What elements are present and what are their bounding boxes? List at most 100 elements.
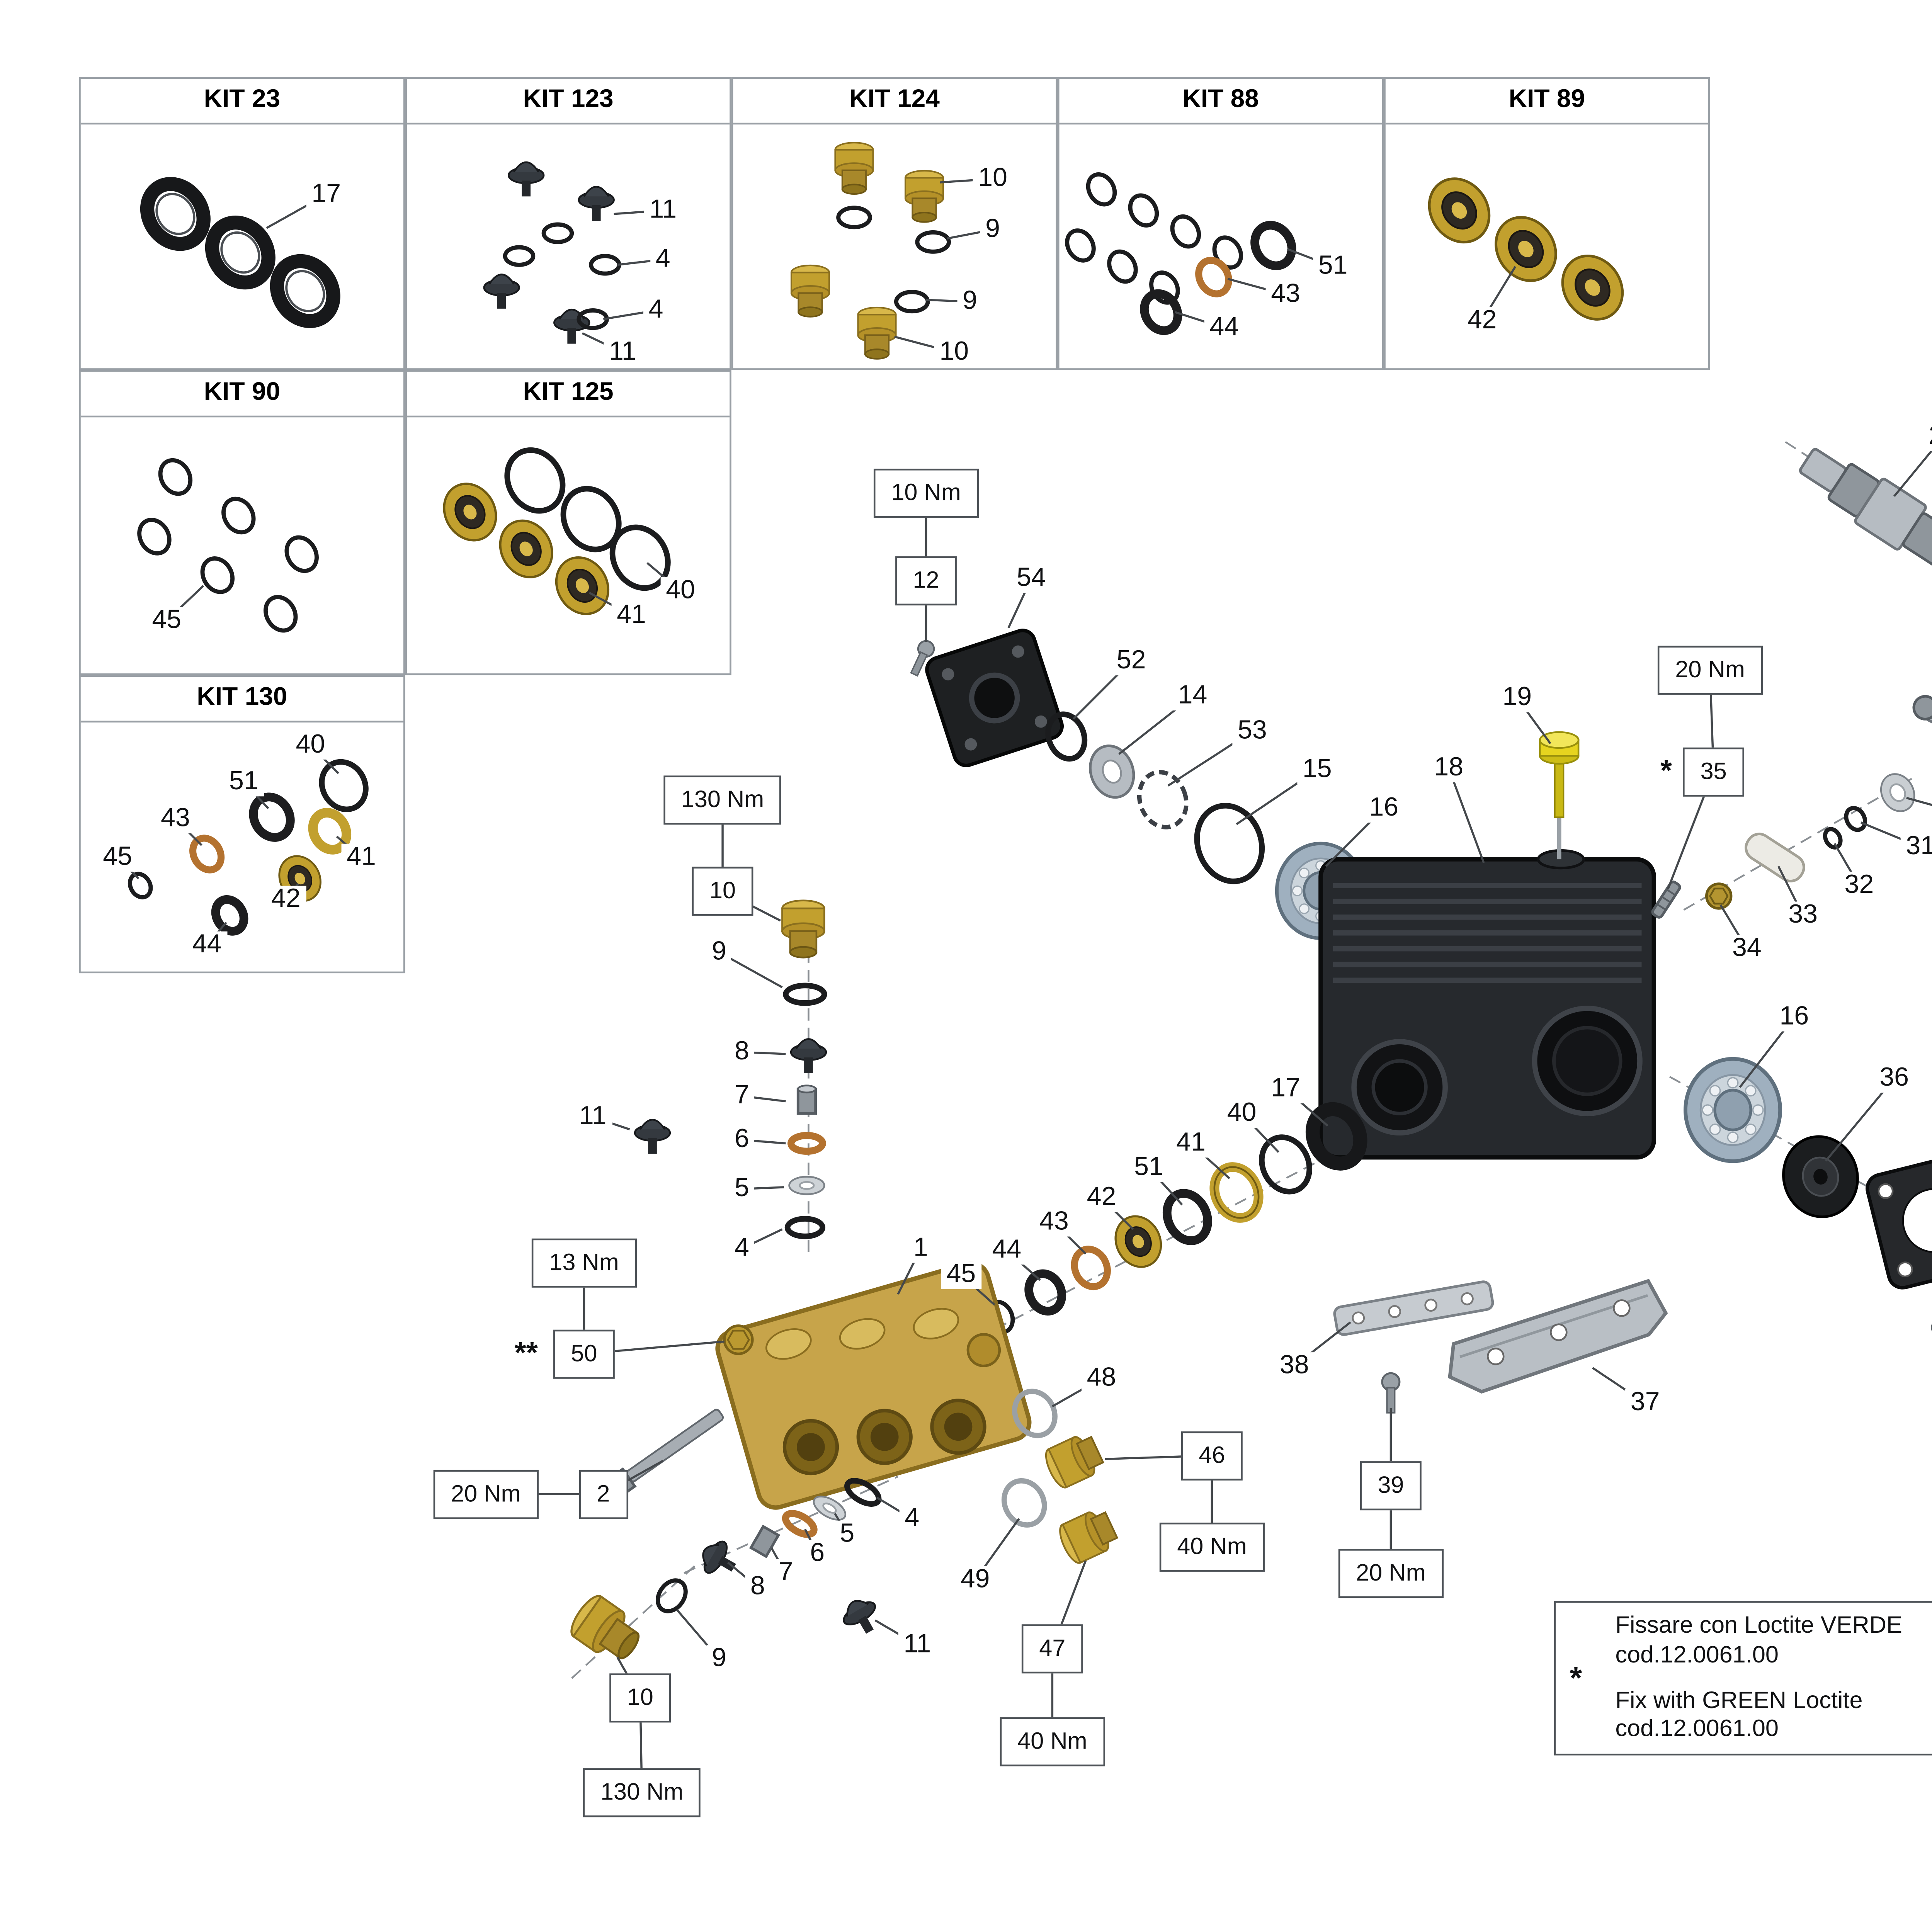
washer-5-bottom-drawing [813,1496,847,1521]
leader-line [174,818,202,846]
brass-cap-46-drawing [1041,1431,1106,1491]
brass-plug-10-top-drawing [782,901,824,958]
leader-line [616,1657,641,1698]
callout-connector-line [1709,670,1715,772]
oring-48-drawing [1012,1389,1058,1438]
oring-9-top-drawing [783,982,827,1006]
leader-line [1100,1197,1134,1230]
gasket-screw-12-drawing [1929,1316,1932,1354]
leader-line [1006,1249,1041,1281]
valve-8-top-drawing [791,1039,826,1073]
kit130-seal-set-drawing [128,759,369,936]
leader-line [742,1186,784,1190]
leader-line [1906,797,1932,806]
leader-line [1072,660,1132,720]
leader-line [676,1609,720,1660]
seat-6-bottom-drawing [782,1510,818,1538]
leader-line [727,1562,759,1588]
leader-line [974,1518,1020,1581]
leader-line [1053,1221,1087,1255]
leader-line [1227,278,1286,296]
callout-connector-line [639,1697,643,1792]
leader-line [166,585,204,622]
kit124-plugs-drawing [791,143,951,359]
leader-line [1833,843,1860,886]
leader-line [1860,821,1921,848]
leader-line [741,1228,783,1250]
brass-manifold-1-drawing [715,1261,1032,1510]
leader-line [722,890,781,922]
spring-guide-7-top-drawing [796,1084,817,1115]
leader-line [582,332,623,354]
kit89-gold-seals-drawing [1417,167,1634,331]
leader-line [940,178,993,184]
seat-6-top-drawing [787,1132,826,1155]
leader-line [1148,1167,1183,1206]
leader-line [614,209,663,215]
leader-line [742,1051,786,1055]
leader-line [1105,1454,1212,1460]
leader-line [1118,695,1194,755]
valve-8-bottom-drawing [696,1535,743,1583]
kit88-orings-drawing [1065,172,1296,335]
leader-line [1893,449,1932,497]
leader-line [1447,768,1485,863]
mounting-bracket-37-drawing [1448,1279,1668,1394]
piston-seal-row-drawing [985,1102,1367,1334]
leader-line [117,857,139,879]
brass-plug-10-bottom-drawing [566,1591,648,1669]
piston-train-drawing [1651,773,1915,919]
retainer-strip-38-drawing [1333,1280,1494,1336]
leader-line [1719,904,1748,950]
bearing-flange-54-drawing [925,629,1064,767]
connecting-rod-22-drawing [1912,695,1932,759]
valve-cap-50-drawing [723,1324,754,1355]
washer-5-top-drawing [788,1176,825,1195]
leader-line [1592,1367,1646,1404]
leader-line [584,1340,724,1355]
leader-line [1007,578,1032,629]
leader-line [718,951,783,988]
check-valve-11-left-drawing [635,1120,670,1154]
gasket-13-drawing [1866,1151,1932,1290]
leader-line [876,1496,913,1520]
leader-line [1825,1078,1895,1162]
oring-49-drawing [1001,1478,1047,1528]
kit123-valves-drawing [484,162,621,344]
leader-line [1190,1142,1230,1180]
stud-bolt-2-drawing [606,1409,724,1498]
leader-line [1667,771,1715,890]
leader-line [1294,1321,1351,1367]
check-valve-11-bottom-drawing [838,1593,885,1640]
leader-line [947,228,993,240]
kit90-orings-drawing [137,458,319,633]
leader-line [742,1095,786,1103]
kit125-seals-drawing [434,447,671,624]
leader-line [1516,697,1551,744]
oil-seal-36-drawing [1782,1135,1859,1218]
leader-line [1481,266,1517,322]
oring-4-bottom-drawing [844,1478,882,1507]
brass-cap-47-drawing [1056,1506,1120,1566]
leader-line [266,194,327,229]
leader-line [1052,1377,1102,1407]
leader-line [1175,311,1225,329]
leader-line [926,299,970,303]
leader-line [1051,1560,1087,1649]
leader-line [770,1548,787,1574]
screw-39-drawing [1382,1373,1400,1412]
spring-guide-7-bottom-drawing [749,1525,781,1559]
leader-line [592,1116,630,1130]
leader-line [617,258,663,266]
leader-line [894,335,954,354]
oring-9-bottom-drawing [656,1578,688,1613]
crankshaft-20-drawing [1799,448,1932,569]
leader-line [742,1139,786,1145]
leader-line [1241,1113,1279,1153]
leader-lines-layer [117,178,1932,1792]
shaft-seal-train-drawing [1045,711,1265,884]
oil-dipstick-19-drawing [1539,731,1580,860]
